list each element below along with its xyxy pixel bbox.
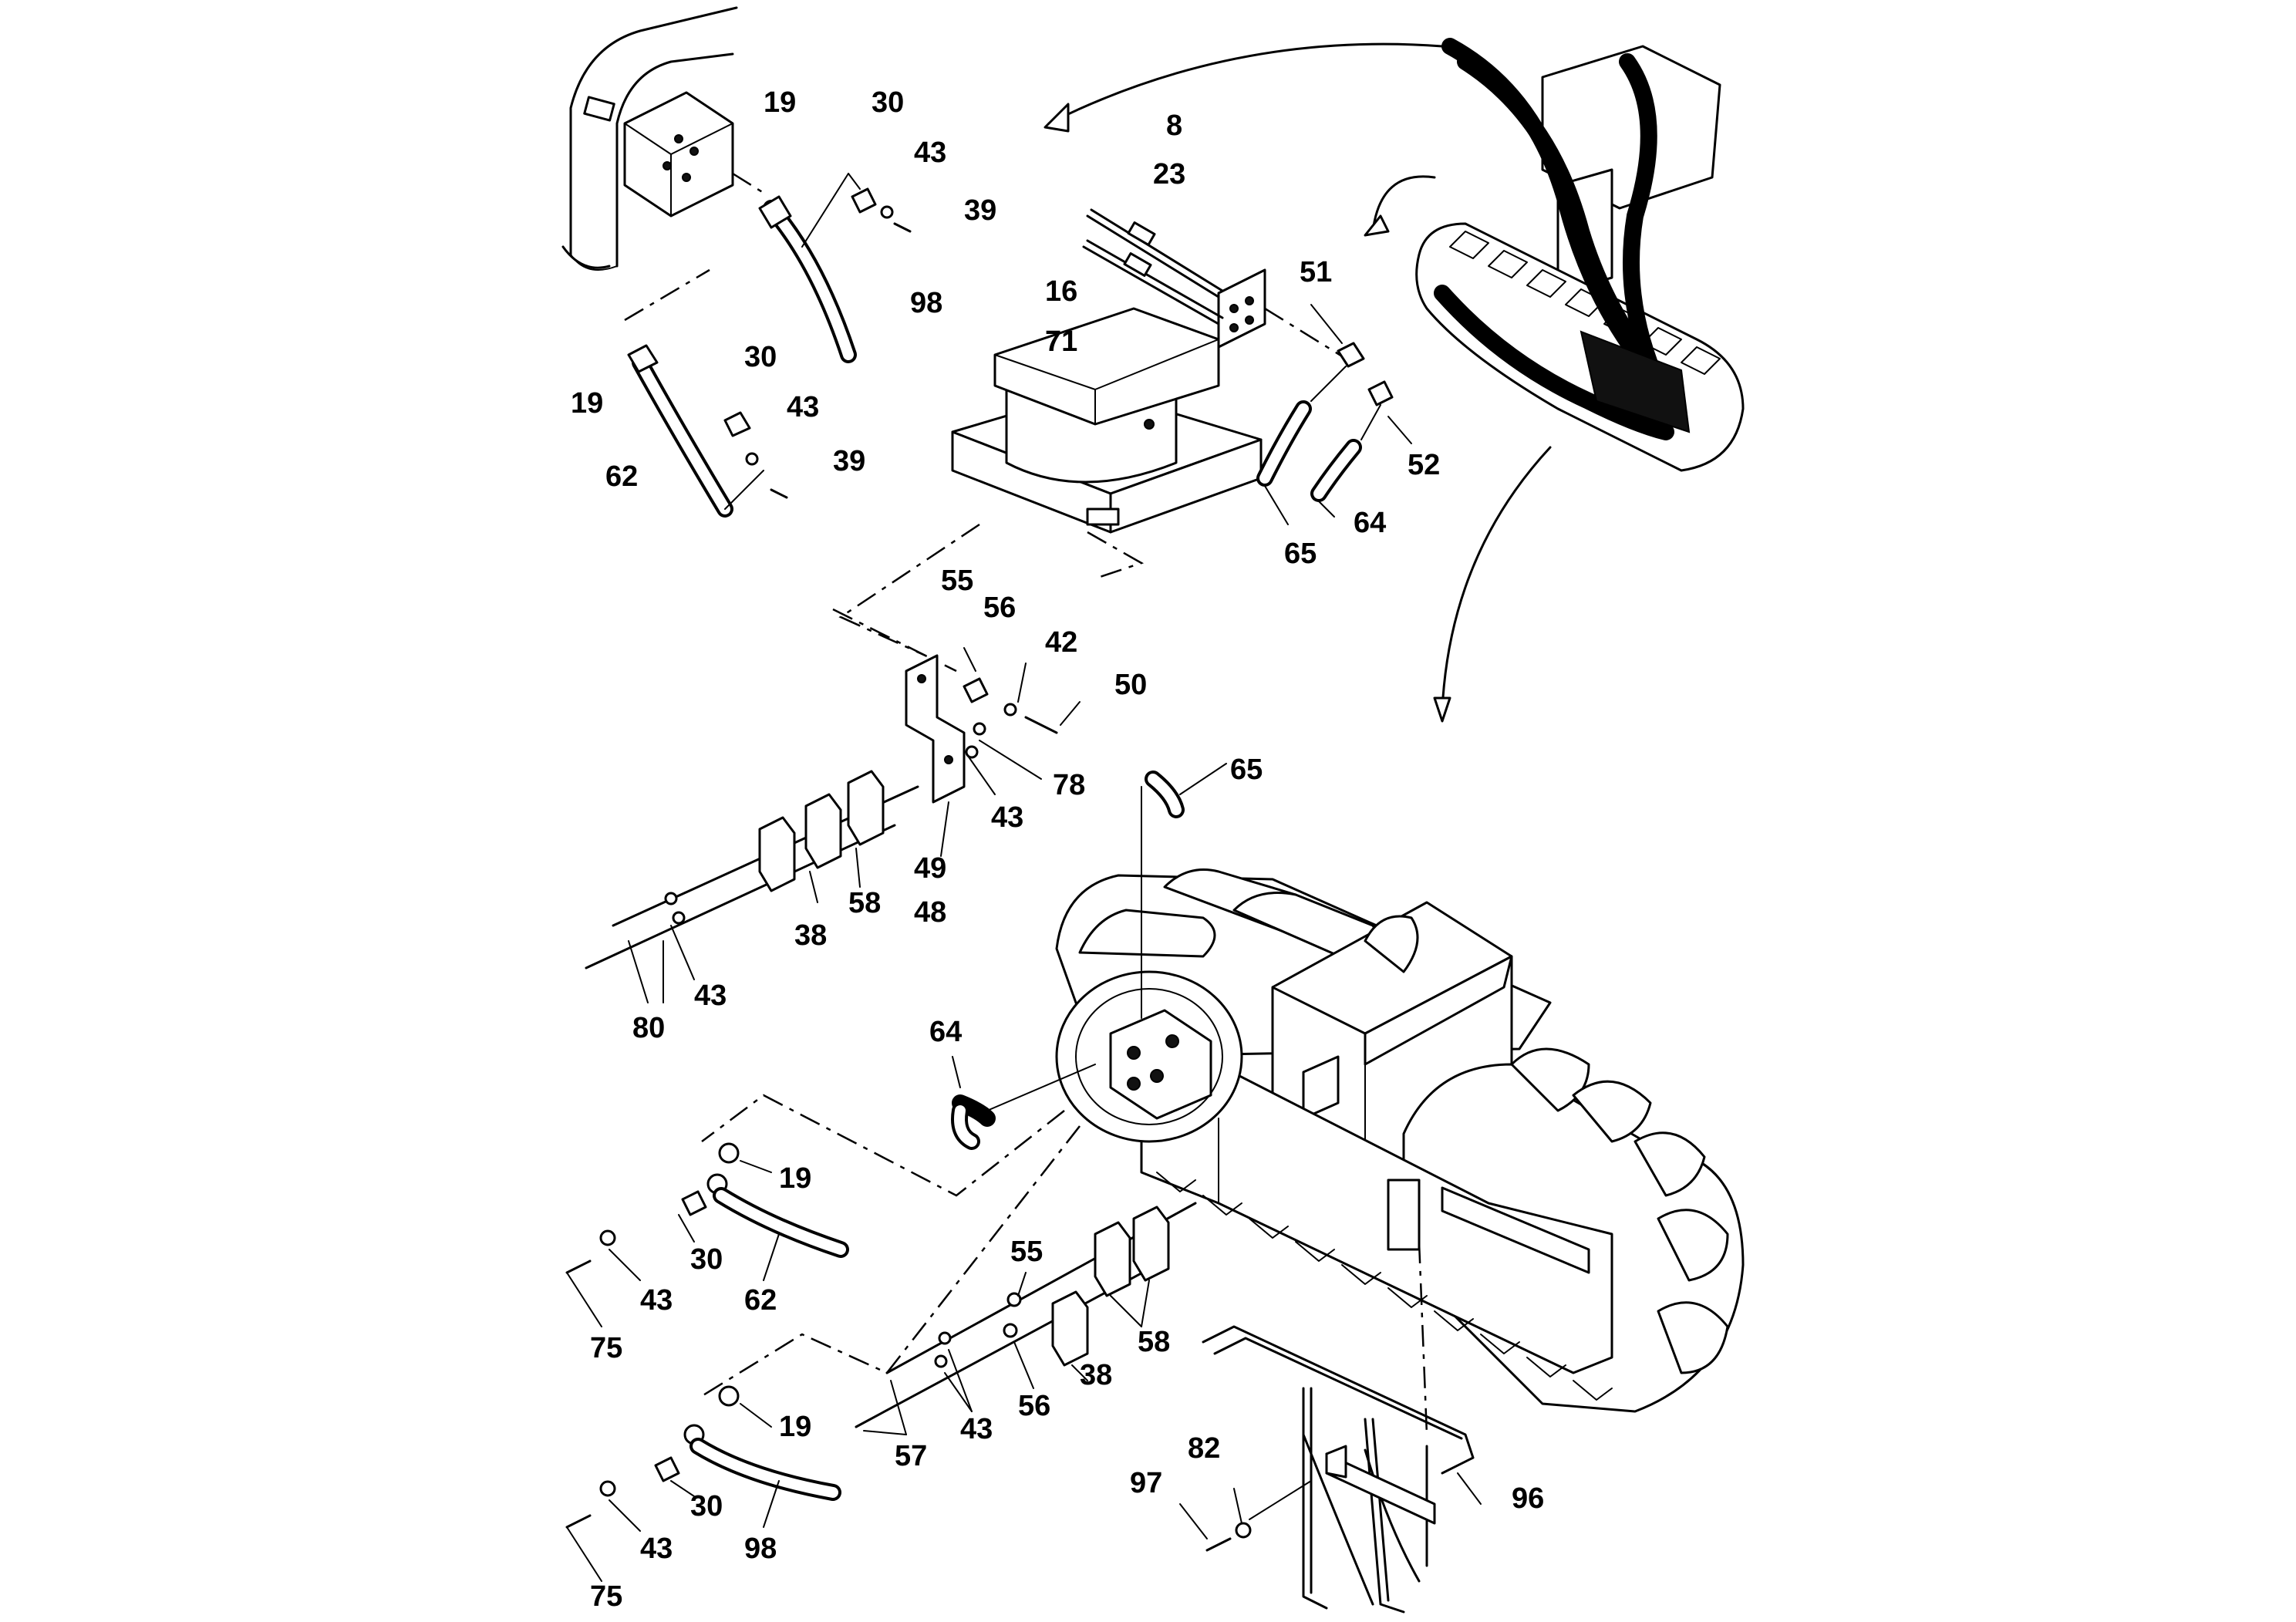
callout-39b: 39	[833, 445, 865, 477]
callout-19d: 19	[779, 1411, 811, 1443]
callout-65b: 65	[1230, 754, 1263, 786]
callout-43d: 43	[694, 980, 727, 1012]
overview-machine	[1043, 38, 1745, 723]
callout-30d: 30	[690, 1490, 723, 1523]
callout-97: 97	[1130, 1467, 1162, 1499]
part-callouts: 19 30 43 39 98 19 30 43 62 39 8 23 16 71…	[571, 86, 1544, 1613]
callout-98a: 98	[910, 287, 942, 319]
callout-62a: 62	[605, 460, 638, 493]
callout-38b: 38	[1080, 1359, 1112, 1391]
callout-19c: 19	[779, 1162, 811, 1195]
callout-39a: 39	[964, 194, 996, 227]
callout-30b: 30	[744, 341, 777, 373]
callout-19b: 19	[571, 387, 603, 420]
callout-43b: 43	[787, 391, 819, 423]
callout-8: 8	[1166, 110, 1182, 142]
callout-62b: 62	[744, 1284, 777, 1317]
callout-78: 78	[1053, 769, 1085, 801]
callout-96: 96	[1512, 1482, 1544, 1515]
callout-42: 42	[1045, 626, 1077, 659]
bottom-hoses	[565, 1094, 1081, 1582]
callout-56a: 56	[983, 592, 1016, 624]
callout-19a: 19	[764, 86, 796, 119]
callout-52: 52	[1408, 449, 1440, 481]
callout-48: 48	[914, 896, 946, 929]
callout-55a: 55	[941, 565, 973, 597]
callout-43f: 43	[960, 1413, 993, 1445]
callout-43e: 43	[640, 1284, 673, 1317]
callout-30a: 30	[872, 86, 904, 119]
bracket-assembly	[585, 608, 1081, 1003]
top-left-assembly	[561, 6, 912, 518]
callout-49: 49	[914, 852, 946, 885]
callout-64a: 64	[1354, 507, 1386, 539]
callout-71: 71	[1045, 325, 1077, 358]
callout-43g: 43	[640, 1533, 673, 1565]
callout-57: 57	[895, 1440, 927, 1472]
callout-75a: 75	[590, 1332, 622, 1364]
callout-65a: 65	[1284, 538, 1317, 570]
callout-58a: 58	[848, 887, 881, 919]
callout-64b: 64	[929, 1016, 962, 1048]
callout-98b: 98	[744, 1533, 777, 1565]
guard-frame	[1179, 1325, 1482, 1614]
callout-51: 51	[1300, 256, 1332, 288]
callout-43a: 43	[914, 137, 946, 169]
lower-bracket-set	[855, 1202, 1197, 1435]
callout-50: 50	[1114, 669, 1147, 701]
callout-56b: 56	[1018, 1390, 1050, 1422]
undercarriage-unit	[951, 763, 1745, 1435]
column-assembly	[838, 208, 1412, 657]
callout-16: 16	[1045, 275, 1077, 308]
callout-58b: 58	[1138, 1326, 1170, 1358]
callout-30c: 30	[690, 1243, 723, 1276]
callout-80: 80	[632, 1012, 665, 1044]
callout-55b: 55	[1010, 1236, 1043, 1268]
callout-23: 23	[1153, 158, 1185, 191]
callout-75b: 75	[590, 1580, 622, 1613]
callout-82: 82	[1188, 1432, 1220, 1465]
callout-43c: 43	[991, 801, 1023, 834]
callout-38a: 38	[794, 919, 827, 952]
